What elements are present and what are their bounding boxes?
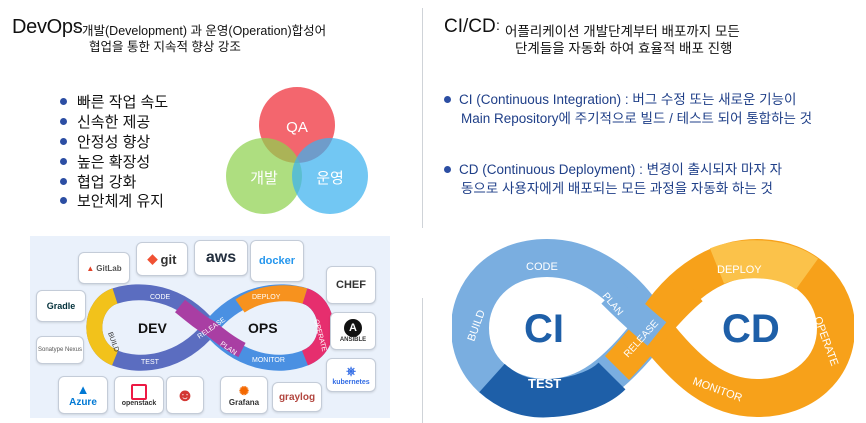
benefits-list: 빠른 작업 속도 신속한 제공 안정성 향상 높은 확장성 협업 강화 보안체계… — [60, 92, 168, 211]
list-item: 빠른 작업 속도 — [60, 92, 168, 112]
cicd-colon: : — [496, 17, 500, 33]
operate-segment — [301, 288, 334, 366]
dev-label: DEV — [138, 320, 167, 336]
cicd-desc-line1: 어플리케이션 개발단계부터 배포까지 모든 — [505, 24, 740, 39]
segment-label: CODE — [150, 294, 171, 301]
list-item: 높은 확장성 — [60, 151, 168, 171]
venn-diagram: QA 개발 운영 — [226, 87, 368, 214]
kubernetes-logo: ⎈kubernetes — [326, 358, 376, 392]
venn-label-dev: 개발 — [250, 170, 278, 187]
grafana-logo: ✺Grafana — [220, 376, 268, 414]
cd-description: CD (Continuous Deployment) : 변경이 출시되자 마자… — [444, 160, 782, 198]
bullet-icon — [60, 98, 67, 106]
venn-circle-dev — [226, 138, 302, 214]
release-segment — [175, 299, 246, 358]
gitlab-logo: ▲GitLab — [78, 252, 130, 284]
ansible-icon: A — [344, 319, 362, 337]
build-segment — [86, 288, 119, 366]
segment-label: DEPLOY — [717, 264, 762, 276]
devops-infinity-loop: CODE BUILD TEST RELEASE PLAN DEPLOY OPER… — [86, 284, 334, 371]
ci-description: CI (Continuous Integration) : 버그 수정 또는 새… — [444, 90, 812, 128]
list-item: 협업 강화 — [60, 171, 168, 191]
devops-title: DevOps — [12, 16, 83, 38]
section-divider — [422, 298, 423, 423]
segment-label: DEPLOY — [252, 294, 281, 301]
list-item: 신속한 제공 — [60, 112, 168, 132]
sonatype-nexus-logo: Sonatype Nexus — [36, 336, 84, 364]
git-icon: ◆ — [147, 251, 158, 266]
bullet-icon — [60, 197, 67, 205]
gradle-logo: Gradle — [36, 290, 86, 322]
bullet-icon — [444, 166, 451, 173]
openstack-icon — [131, 383, 147, 400]
list-item: 보안체계 유지 — [60, 191, 168, 211]
bullet-icon — [60, 157, 67, 165]
chef-logo: CHEF — [326, 266, 376, 304]
git-logo: ◆git — [136, 242, 188, 276]
bullet-icon — [60, 137, 67, 145]
azure-logo: ▲Azure — [58, 376, 108, 414]
grafana-icon: ✺ — [238, 383, 250, 398]
deploy-segment — [235, 285, 308, 313]
cd-label: CD — [722, 307, 780, 351]
devops-desc-line2: 협업을 통한 지속적 향상 강조 — [89, 40, 241, 54]
ops-label: OPS — [248, 320, 278, 336]
segment-label: MONITOR — [252, 357, 285, 364]
cicd-desc-line2: 단계들을 자동화 하여 효율적 배포 진행 — [515, 41, 733, 56]
jenkins-icon: ☻ — [175, 384, 195, 405]
azure-icon: ▲ — [76, 382, 90, 397]
openstack-logo: openstack — [114, 376, 164, 414]
segment-label: TEST — [141, 359, 160, 366]
venn-circle-ops — [292, 138, 368, 214]
section-divider — [422, 8, 423, 228]
devops-colon: : — [74, 17, 78, 33]
devops-desc-line1: 개발(Development) 과 운영(Operation)합성어 — [82, 24, 327, 38]
aws-logo: aws — [194, 240, 248, 276]
jenkins-logo: ☻ — [166, 376, 204, 414]
venn-label-ops: 운영 — [316, 170, 344, 187]
test-segment — [479, 361, 626, 418]
bullet-icon — [60, 177, 67, 185]
segment-label: CODE — [526, 261, 558, 273]
venn-label-qa: QA — [286, 119, 308, 136]
gitlab-icon: ▲ — [86, 263, 95, 273]
deploy-segment — [709, 240, 819, 291]
bullet-icon — [444, 96, 451, 103]
list-item: 안정성 향상 — [60, 132, 168, 152]
bullet-icon — [60, 118, 67, 126]
segment-label: TEST — [528, 376, 561, 391]
ci-label: CI — [524, 307, 564, 351]
docker-logo: docker — [250, 240, 304, 282]
kubernetes-icon: ⎈ — [346, 364, 356, 378]
plan-segment — [601, 282, 667, 346]
graylog-logo: graylog — [272, 382, 322, 412]
cicd-title: CI/CD — [444, 16, 496, 37]
cicd-infinity-diagram: CODE BUILD TEST PLAN RELEASE DEPLOY OPER… — [452, 238, 854, 418]
